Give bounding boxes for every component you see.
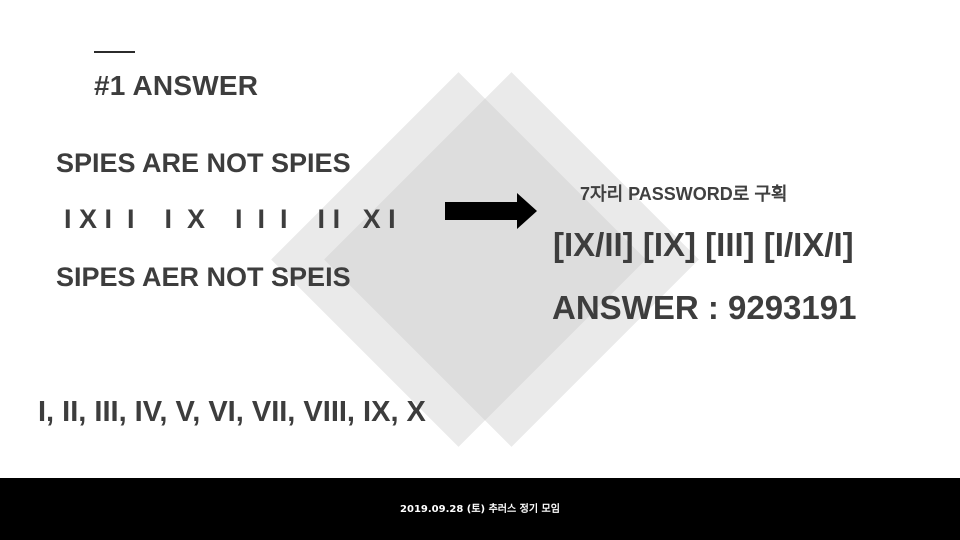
bracket-groups: [IX/II] [IX] [III] [I/IX/I] — [553, 226, 854, 263]
slide: #1 ANSWER SPIES ARE NOT SPIES I X I I I … — [38, 51, 857, 447]
right-arrow-icon — [445, 193, 537, 229]
cipher-line-original: SPIES ARE NOT SPIES — [56, 148, 351, 178]
heading-rule — [94, 51, 135, 53]
slide-title: #1 ANSWER — [94, 70, 259, 101]
answer-text: ANSWER : 9293191 — [552, 289, 857, 326]
roman-numerals: I, II, III, IV, V, VI, VII, VIII, IX, X — [38, 396, 426, 428]
cipher-line-scrambled: SIPES AER NOT SPEIS — [56, 262, 351, 292]
footer-bar: 2019.09.28 (토) 추러스 정기 모임 — [0, 478, 960, 540]
password-label: 7자리 PASSWORD로 구획 — [580, 184, 788, 204]
footer-text: 2019.09.28 (토) 추러스 정기 모임 — [400, 504, 560, 515]
cipher-line-marks: I X I I I X I I I I I X I — [64, 204, 396, 234]
